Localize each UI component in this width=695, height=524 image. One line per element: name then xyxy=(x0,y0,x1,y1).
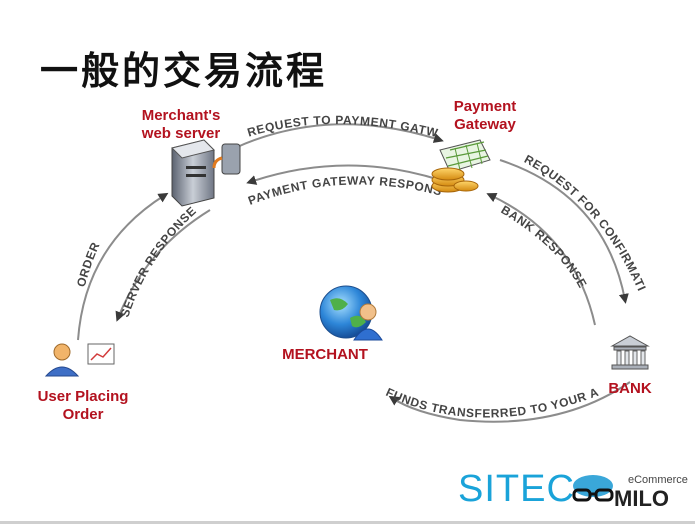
merchant-label: MERCHANT xyxy=(282,346,368,363)
milo-logo-text: MILO xyxy=(614,486,669,511)
chart-icon xyxy=(87,343,115,365)
user-icon xyxy=(44,343,80,377)
arc-request-to-gateway xyxy=(234,123,444,149)
page-title: 一般的交易流程 xyxy=(40,49,328,93)
arc-gateway-response xyxy=(246,164,441,185)
arc-funds-transferred xyxy=(388,381,631,423)
bank-label: BANK xyxy=(608,380,652,397)
bank-icon xyxy=(610,335,650,370)
arc-request-confirmation xyxy=(499,159,629,304)
arc-bank-response xyxy=(486,193,596,326)
footer-divider xyxy=(0,521,695,524)
arc-server-response xyxy=(115,209,211,322)
arc-order xyxy=(77,192,169,341)
sitec-logo: SITEC xyxy=(458,468,575,510)
server-icon xyxy=(171,139,241,207)
spreadsheet-icon xyxy=(439,139,491,173)
flow-label-bank-response: BANK RESPONSE xyxy=(499,203,590,291)
flow-label-server-response: SERVER RESPONSE xyxy=(118,204,200,319)
coins-icon xyxy=(431,167,479,193)
milo-tagline: eCommerce xyxy=(628,474,688,486)
flow-label-gateway-response: PAYMENT GATEWAY RESPONSE xyxy=(0,0,444,208)
milo-brain-icon xyxy=(572,475,614,502)
globe-user-icon xyxy=(319,285,383,341)
